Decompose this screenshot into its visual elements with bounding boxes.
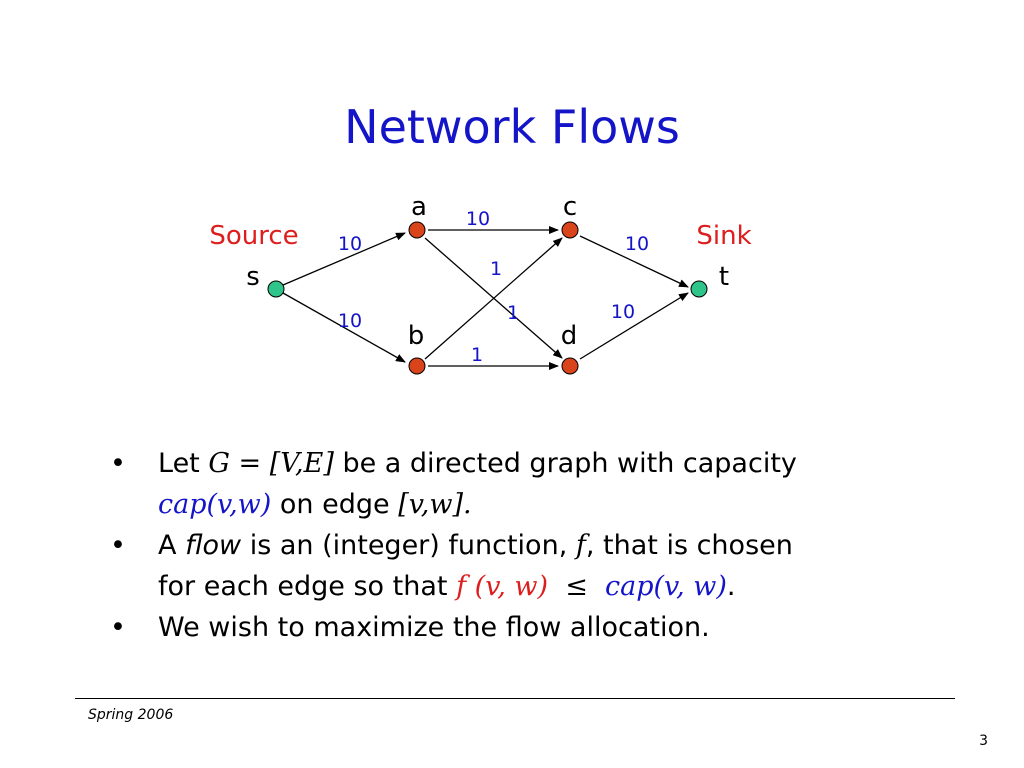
node-s — [267, 280, 285, 298]
bullet-dot: • — [110, 448, 126, 479]
edge-c-t — [579, 235, 689, 288]
node-t — [690, 280, 708, 298]
capacity-s-a: 10 — [338, 233, 362, 255]
sink-label: Sink — [696, 221, 751, 251]
bullet-2-end: . — [726, 571, 736, 602]
bullet-3-text: We wish to maximize the flow allocation. — [158, 612, 710, 643]
bullet-2-mid2: , that is chosen — [585, 530, 793, 561]
flow-network-diagram: a c b d s t Source Sink 10 10 10 1 1 1 1… — [209, 192, 752, 375]
flow-value-math: f (v, w) — [456, 571, 549, 602]
bullet-1-mid: be a directed graph with capacity — [333, 448, 797, 479]
capacity-d-t: 10 — [611, 301, 635, 323]
edge-s-a — [282, 232, 406, 286]
node-c — [561, 221, 579, 239]
footer-text: Spring 2006 — [88, 707, 174, 723]
edge-b-c — [424, 237, 563, 360]
node-label-b: b — [408, 321, 425, 351]
page-number: 3 — [979, 733, 988, 749]
capacity-b-c: 1 — [507, 302, 519, 324]
node-label-t: t — [719, 262, 729, 292]
capacity-math: cap(v,w) — [158, 489, 272, 520]
bullet-item-2: • A flow is an (integer) function, f, th… — [110, 525, 970, 607]
capacity-a-d: 1 — [490, 258, 502, 280]
footer-divider — [75, 698, 955, 699]
source-label: Source — [209, 221, 298, 251]
edge-math: [v,w]. — [398, 489, 472, 520]
node-label-c: c — [563, 192, 577, 222]
node-b — [408, 357, 426, 375]
bullet-item-3: • We wish to maximize the flow allocatio… — [110, 607, 970, 648]
capacity-a-c: 10 — [466, 208, 490, 230]
node-label-a: a — [411, 192, 427, 222]
bullet-2-lead: A — [158, 530, 186, 561]
flow-term: flow — [185, 530, 242, 561]
edge-d-t — [579, 292, 689, 360]
capacity-b-d: 1 — [471, 344, 483, 366]
capacity-s-b: 10 — [338, 310, 362, 332]
bullet-list: • Let G = [V,E] be a directed graph with… — [110, 443, 970, 648]
edge-s-b — [282, 292, 406, 363]
node-a — [408, 221, 426, 239]
leq-symbol: ≤ — [548, 571, 605, 602]
node-label-s: s — [246, 262, 260, 292]
bullet-dot: • — [110, 612, 126, 643]
bullet-1-mid2: on edge — [271, 489, 399, 520]
slide-title: Network Flows — [344, 100, 680, 154]
bullet-item-1: • Let G = [V,E] be a directed graph with… — [110, 443, 970, 525]
function-math: f — [575, 530, 586, 561]
bullet-2-mid: is an (integer) function, — [241, 530, 576, 561]
capacity-c-t: 10 — [625, 233, 649, 255]
bullet-2-line2: for each edge so that — [158, 571, 457, 602]
node-label-d: d — [561, 321, 578, 351]
bullet-1-lead: Let — [158, 448, 209, 479]
graph-definition-math: G = [V,E] — [208, 448, 334, 479]
node-d — [561, 357, 579, 375]
capacity-bound-math: cap(v, w) — [605, 571, 727, 602]
bullet-dot: • — [110, 530, 126, 561]
